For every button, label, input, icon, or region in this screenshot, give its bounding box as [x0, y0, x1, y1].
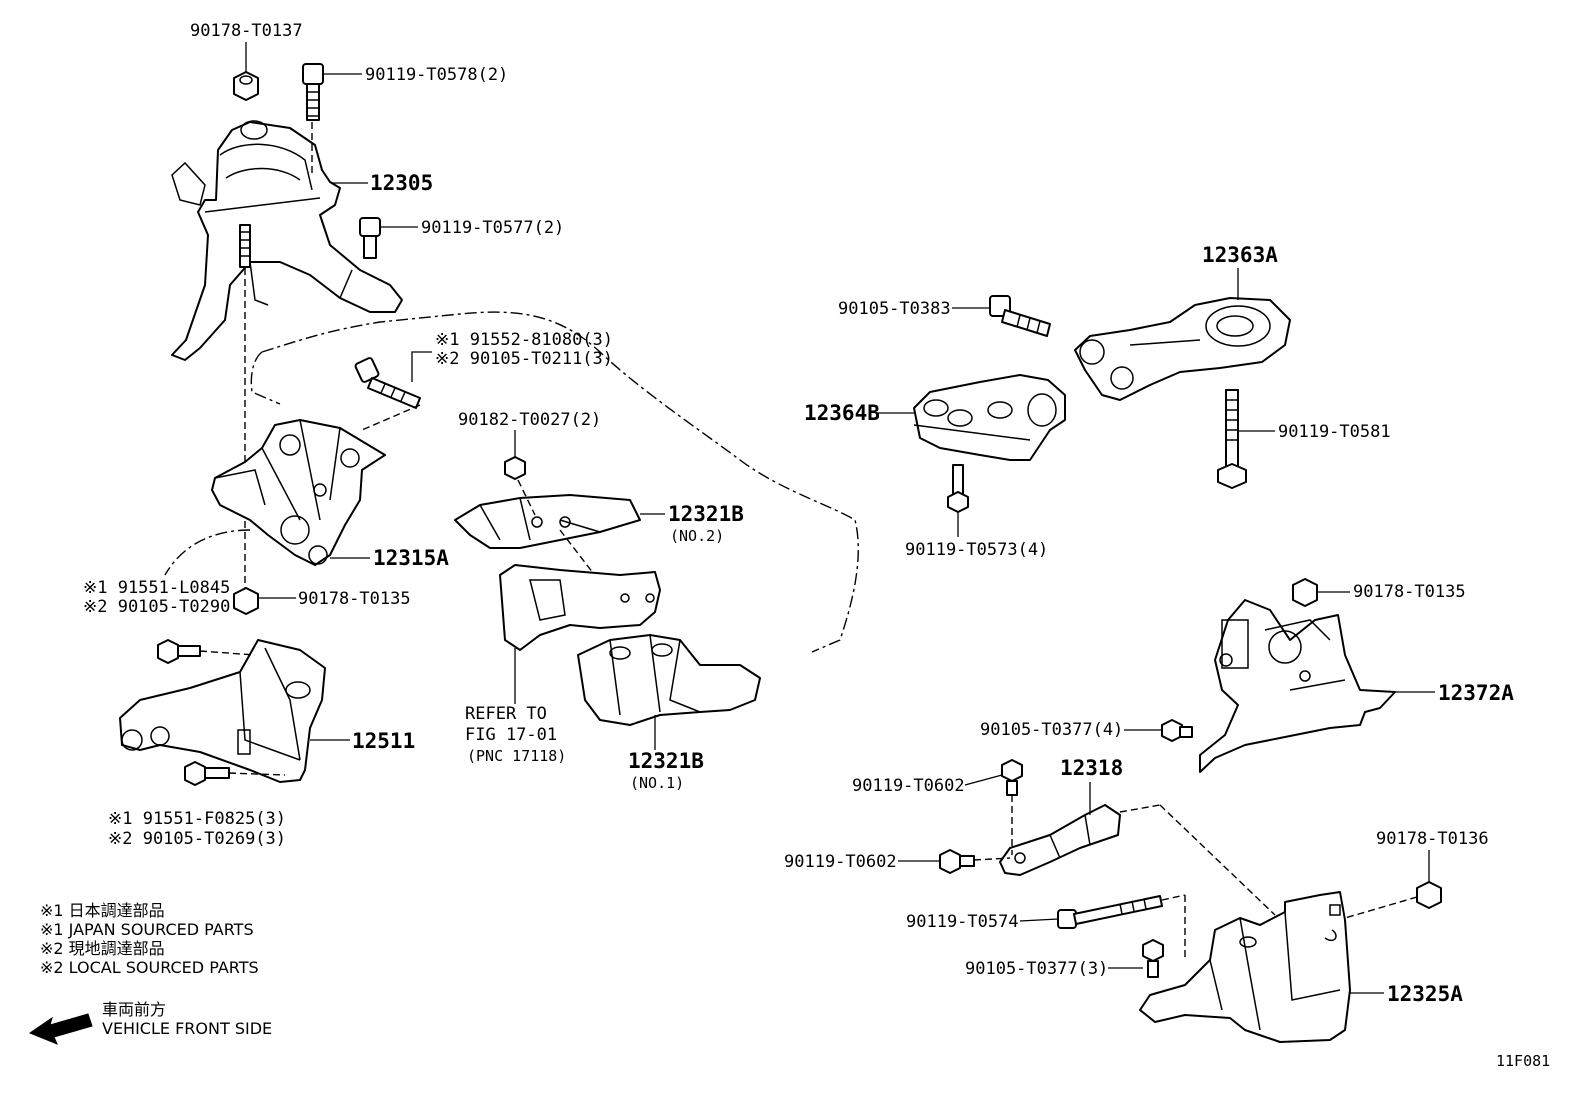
mount-stud	[239, 224, 251, 268]
leader-lines	[245, 42, 1435, 994]
label-90119-T0573: 90119-T0573(4)	[905, 540, 1048, 560]
label-90119-T0578: 90119-T0578(2)	[365, 65, 508, 85]
label-12325A: 12325A	[1387, 982, 1463, 1006]
label-12364B: 12364B	[804, 401, 880, 425]
label-90178-T0136: 90178-T0136	[1376, 829, 1489, 849]
guide-line	[1159, 804, 1276, 916]
label-12321B-no2-sub: (NO.2)	[670, 527, 724, 545]
refer-fig-17-01-bracket[interactable]	[499, 564, 661, 651]
label-90178-T0135-right: 90178-T0135	[1353, 582, 1466, 602]
vehicle-front-arrow-icon	[28, 1013, 93, 1045]
nut-90178-T0136[interactable]	[1416, 881, 1442, 909]
bolt-90119-T0574[interactable]	[1057, 895, 1163, 929]
label-90105-T0383: 90105-T0383	[838, 299, 951, 319]
guide-line	[973, 857, 1011, 861]
legend-line-4: ※2 LOCAL SOURCED PARTS	[40, 958, 259, 977]
bolt-90105-T0383[interactable]	[989, 295, 1051, 337]
part-12321B-no2[interactable]	[454, 494, 641, 549]
bolt-90119-T0581[interactable]	[1217, 389, 1247, 489]
legend-line-1: ※1 日本調達部品	[40, 901, 165, 920]
label-90105-T0290: ※2 90105-T0290	[83, 597, 230, 617]
label-90105-T0377-3: 90105-T0377(3)	[965, 959, 1108, 979]
part-12321B-no1[interactable]	[577, 634, 761, 726]
label-90178-T0137: 90178-T0137	[190, 21, 303, 41]
guide-line	[517, 479, 536, 516]
guide-line	[199, 650, 256, 656]
label-12321B-no1: 12321B	[628, 749, 704, 773]
bolt-90105-T0377-3[interactable]	[1142, 939, 1164, 978]
label-90182-T0027: 90182-T0027(2)	[458, 410, 601, 430]
direction-jp: 車両前方	[102, 1000, 166, 1019]
nut-90178-T0135-right[interactable]	[1292, 578, 1318, 607]
label-fig-17-01: FIG 17-01	[465, 725, 557, 745]
label-91551-L0845: ※1 91551-L0845	[83, 578, 230, 598]
label-12315A: 12315A	[373, 546, 449, 570]
part-12363A-torque-rod[interactable]	[1074, 297, 1291, 401]
label-90119-T0577: 90119-T0577(2)	[421, 218, 564, 238]
nut-90178-T0135-left[interactable]	[233, 587, 259, 615]
label-90119-T0602-top: 90119-T0602	[852, 776, 965, 796]
label-12321B-no1-sub: (NO.1)	[630, 774, 684, 792]
label-12363A: 12363A	[1202, 243, 1278, 267]
label-91552-81080: ※1 91552-81080(3)	[435, 330, 613, 350]
label-12511: 12511	[352, 729, 415, 753]
label-12321B-no2: 12321B	[668, 502, 744, 526]
figure-code: 11F081	[1496, 1052, 1550, 1070]
part-12364B-bracket[interactable]	[913, 374, 1066, 461]
part-12511-bracket[interactable]	[119, 639, 326, 783]
label-12318: 12318	[1060, 756, 1123, 780]
guide-line	[1344, 896, 1418, 919]
bolt-90119-T0602-left[interactable]	[939, 849, 975, 874]
label-12305: 12305	[370, 171, 433, 195]
legend-line-2: ※1 JAPAN SOURCED PARTS	[40, 920, 254, 939]
bolt-90105-T0377-4[interactable]	[1161, 719, 1193, 742]
legend-line-3: ※2 現地調達部品	[40, 939, 165, 958]
engine-outline	[261, 311, 859, 653]
label-12372A: 12372A	[1438, 681, 1514, 705]
engine-outline-left	[250, 351, 281, 405]
part-12325A-bracket[interactable]	[1139, 891, 1351, 1043]
guide-line	[228, 772, 286, 776]
label-90105-T0269: ※2 90105-T0269(3)	[108, 829, 286, 849]
part-12318-bracket[interactable]	[999, 804, 1121, 876]
bolt-90119-T0602-top[interactable]	[1001, 759, 1023, 796]
guide-line	[1119, 804, 1161, 813]
guide-line	[1161, 894, 1186, 901]
label-90178-T0135-left: 90178-T0135	[298, 589, 411, 609]
label-refer-to: REFER TO	[465, 704, 547, 724]
bolt-91552-81080[interactable]	[354, 357, 421, 409]
bolt-90119-T0573[interactable]	[947, 464, 969, 513]
nut-90182-T0027[interactable]	[504, 456, 526, 480]
label-pnc-17118: (PNC 17118)	[467, 747, 566, 765]
direction-en: VEHICLE FRONT SIDE	[102, 1019, 272, 1038]
label-90105-T0377-4: 90105-T0377(4)	[980, 720, 1123, 740]
label-90105-T0211: ※2 90105-T0211(3)	[435, 349, 613, 369]
bolt-90119-T0577[interactable]	[359, 217, 381, 259]
guide-line	[361, 404, 421, 431]
label-90119-T0574: 90119-T0574	[906, 912, 1019, 932]
bolt-90119-T0578[interactable]	[302, 63, 324, 121]
engine-outline-lower	[164, 529, 251, 576]
bolt-91551-L0845[interactable]	[157, 639, 201, 664]
label-91551-F0825: ※1 91551-F0825(3)	[108, 809, 286, 829]
part-12305-mount[interactable]	[171, 120, 403, 361]
label-90119-T0581: 90119-T0581	[1278, 422, 1391, 442]
label-90119-T0602-left: 90119-T0602	[784, 852, 897, 872]
part-12315A-bracket[interactable]	[211, 419, 386, 566]
nut-90178-T0137[interactable]	[233, 71, 259, 101]
part-12372A-mount[interactable]	[1199, 599, 1396, 773]
bolt-91551-F0825[interactable]	[184, 761, 230, 786]
